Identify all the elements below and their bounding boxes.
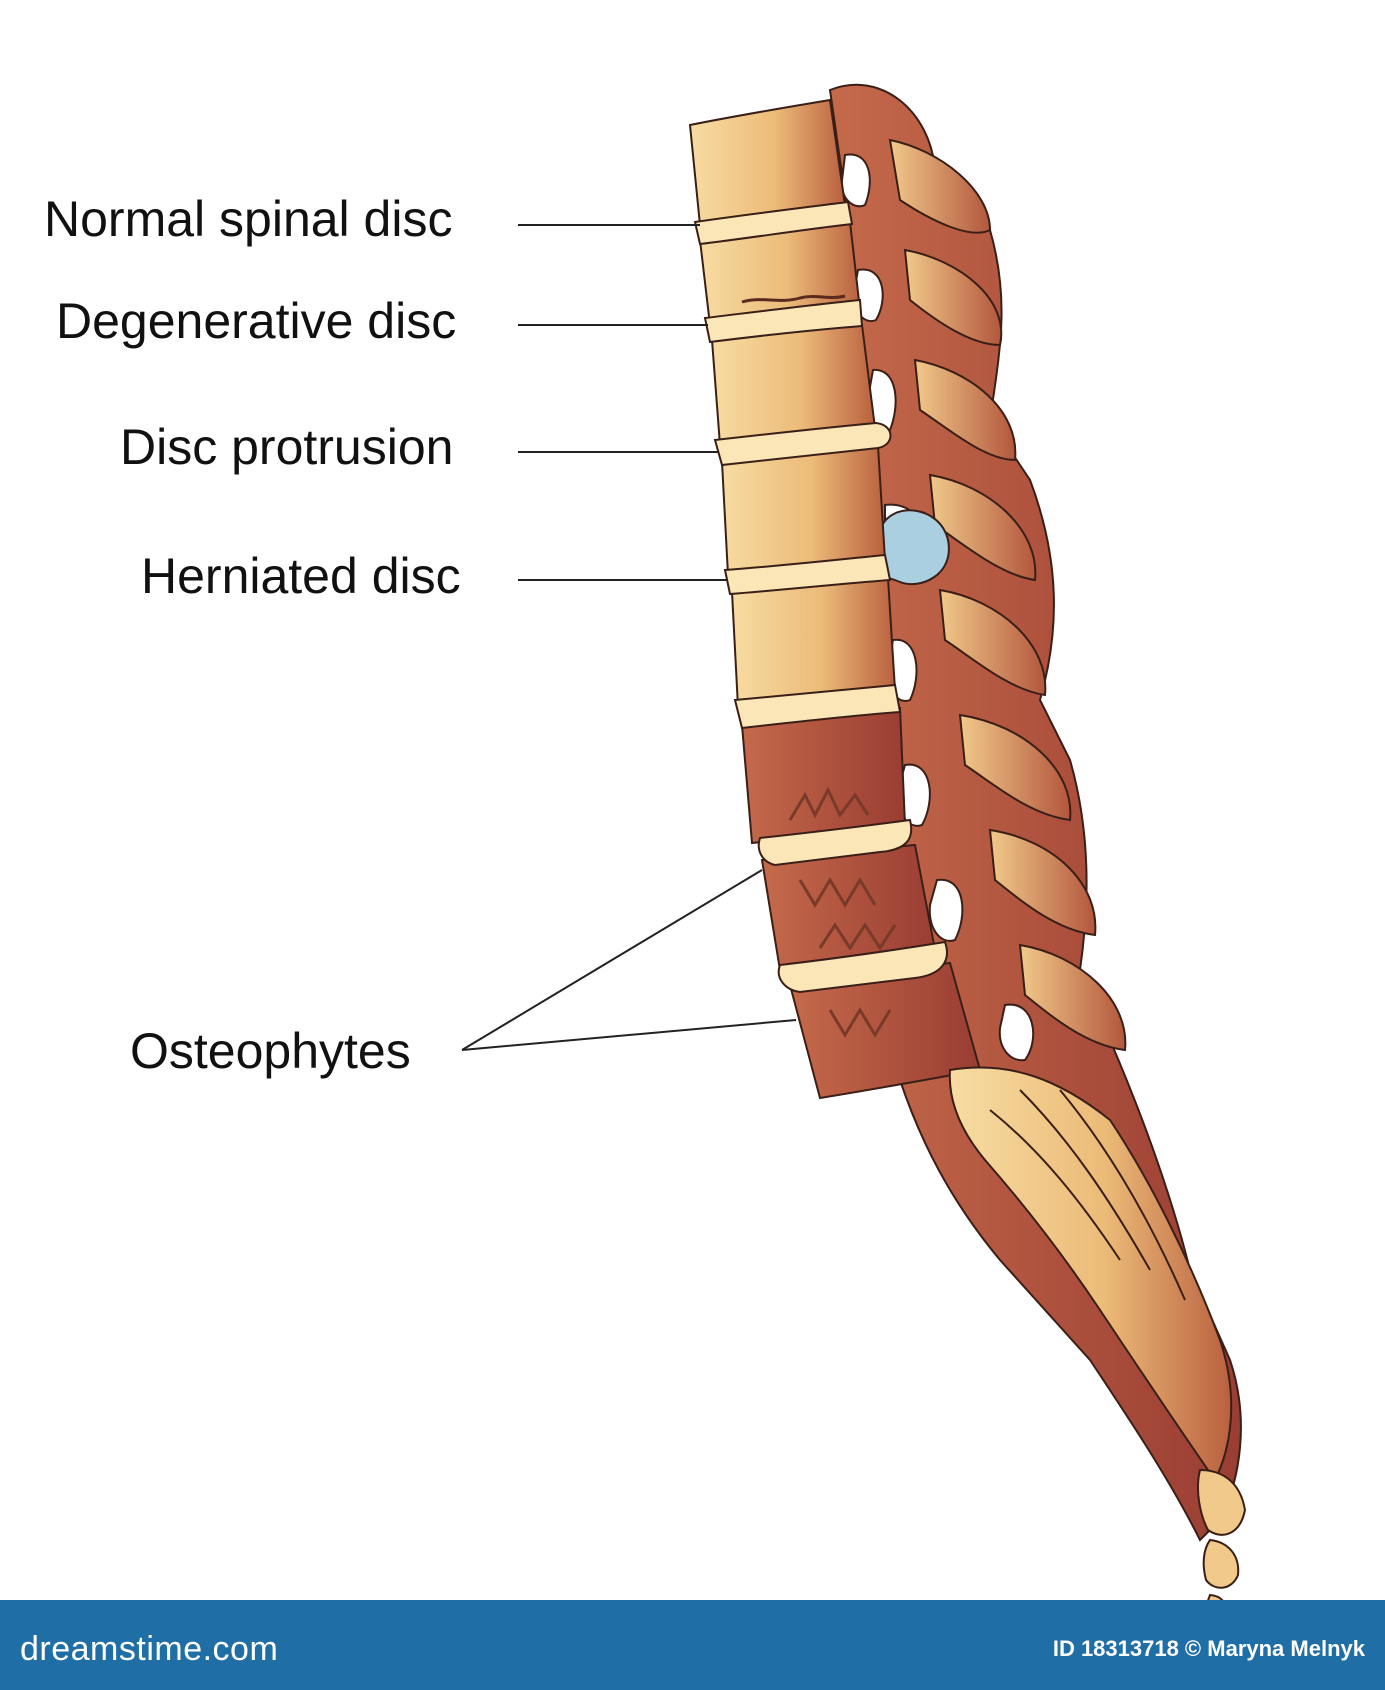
label-normal-spinal-disc: Normal spinal disc [44,191,453,247]
leader-osteo-1 [461,869,763,1051]
label-herniated-disc: Herniated disc [141,548,461,604]
leader-lines [461,224,797,1051]
sacral-ridges [989,1089,1186,1301]
osteophyte-disc-2 [777,940,948,994]
discs [693,200,948,994]
spinous-processes [888,138,1127,1052]
osteophyte-spurs [788,786,897,1038]
footer-bar: dreamstime.com ID 18313718 © Maryna Meln… [0,1600,1385,1690]
degenerative-disc [703,298,864,344]
normal-disc [693,200,854,246]
coccyx [1197,1468,1247,1600]
label-degenerative-disc: Degenerative disc [56,293,457,349]
label-osteophytes: Osteophytes [130,1023,411,1079]
protrusion-disc [713,421,892,467]
spine-illustration [461,83,1247,1600]
herniated-base-disc [723,553,892,596]
osteophyte-disc-1 [757,818,913,867]
footer-logo: dreamstime.com [20,1630,279,1668]
footer-credit: ID 18313718 © Maryna Melnyk [1052,1636,1365,1661]
leader-osteo-2 [461,1019,797,1051]
label-disc-protrusion: Disc protrusion [120,419,454,475]
